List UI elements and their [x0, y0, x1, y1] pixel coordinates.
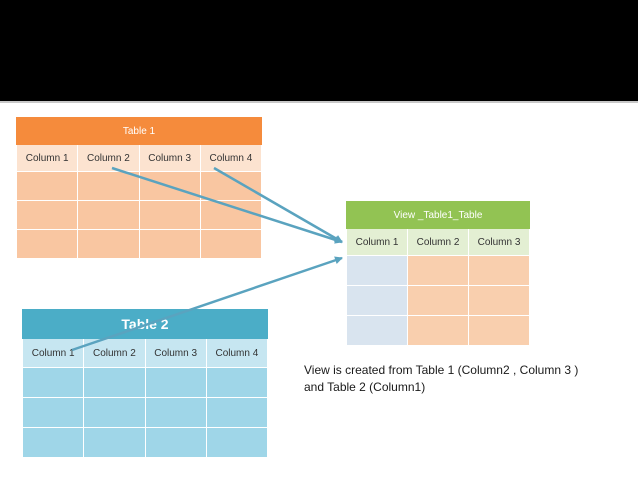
table-cell: [407, 255, 469, 286]
table-2-column-1: Column 1: [21, 338, 85, 368]
table-cell: [407, 285, 469, 316]
view-table: View _Table1_Table Column 1 Column 2 Col…: [346, 201, 530, 346]
caption-line-1: View is created from Table 1 (Column2 , …: [304, 363, 579, 377]
table-cell: [15, 229, 79, 259]
table-row: [346, 255, 530, 286]
caption-line-2: and Table 2 (Column1): [304, 380, 426, 394]
table-1: Table 1 Column 1 Column 2 Column 3 Colum…: [15, 117, 263, 259]
table-2-column-4: Column 4: [205, 338, 269, 368]
table-cell: [138, 200, 201, 230]
table-cell: [468, 315, 530, 346]
view-table-title: View _Table1_Table: [346, 201, 530, 229]
view-table-header-row: Column 1 Column 2 Column 3: [346, 228, 530, 256]
table-2: Table 2 Column 1 Column 2 Column 3 Colum…: [21, 309, 269, 458]
view-table-column-3: Column 3: [468, 228, 530, 256]
table-row: [346, 315, 530, 346]
table-cell: [21, 367, 85, 398]
diagram-caption: View is created from Table 1 (Column2 , …: [304, 362, 624, 396]
table-row: [21, 367, 269, 398]
table-cell: [77, 171, 140, 201]
table-cell: [77, 229, 140, 259]
table-cell: [138, 171, 201, 201]
table-cell: [468, 285, 530, 316]
table-cell: [346, 255, 408, 286]
table-2-column-2: Column 2: [83, 338, 146, 368]
table-row: [15, 229, 263, 259]
table-cell: [199, 200, 263, 230]
table-row: [15, 200, 263, 230]
table-cell: [346, 315, 408, 346]
table-row: [21, 427, 269, 458]
table-cell: [199, 229, 263, 259]
table-cell: [21, 397, 85, 428]
table-1-column-1: Column 1: [15, 144, 79, 172]
table-cell: [468, 255, 530, 286]
table-cell: [144, 427, 207, 458]
table-1-column-3: Column 3: [138, 144, 201, 172]
table-2-title: Table 2: [22, 309, 268, 339]
table-cell: [83, 397, 146, 428]
table-1-column-2: Column 2: [77, 144, 140, 172]
table-cell: [346, 285, 408, 316]
table-cell: [205, 397, 269, 428]
table-2-column-3: Column 3: [144, 338, 207, 368]
table-cell: [205, 367, 269, 398]
table-cell: [83, 367, 146, 398]
table-cell: [83, 427, 146, 458]
table-cell: [144, 397, 207, 428]
table-2-header-row: Column 1 Column 2 Column 3 Column 4: [21, 338, 269, 368]
table-row: [21, 397, 269, 428]
table-cell: [407, 315, 469, 346]
view-table-column-2: Column 2: [407, 228, 469, 256]
table-cell: [77, 200, 140, 230]
table-row: [346, 285, 530, 316]
view-table-column-1: Column 1: [346, 228, 408, 256]
table-row: [15, 171, 263, 201]
title-bar: [0, 0, 638, 100]
table-1-column-4: Column 4: [199, 144, 263, 172]
table-1-header-row: Column 1 Column 2 Column 3 Column 4: [15, 144, 263, 172]
table-cell: [144, 367, 207, 398]
table-1-title: Table 1: [16, 117, 262, 145]
table-cell: [199, 171, 263, 201]
table-cell: [138, 229, 201, 259]
table-cell: [205, 427, 269, 458]
table-cell: [15, 200, 79, 230]
table-cell: [15, 171, 79, 201]
table-cell: [21, 427, 85, 458]
